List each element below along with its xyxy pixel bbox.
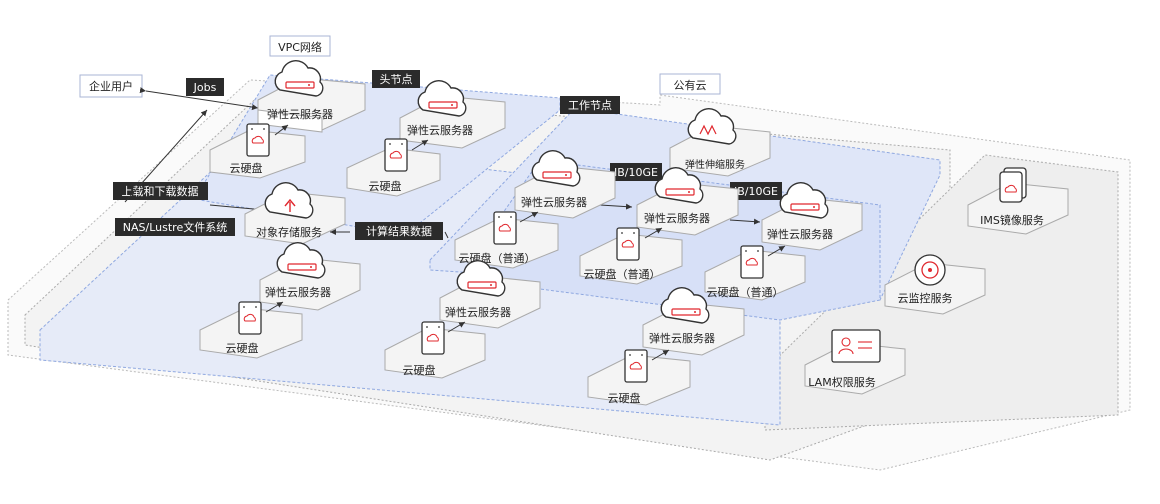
- ims-service[interactable]: IMS镜像服务: [967, 167, 1069, 235]
- head-node-tag: 头节点: [372, 70, 420, 88]
- cloud-monitor-service[interactable]: 云监控服务: [884, 254, 986, 315]
- vpc-tab: VPC网络: [269, 35, 331, 57]
- disk-node-nas-2[interactable]: 云硬盘: [384, 321, 486, 379]
- disk-label: 云硬盘: [608, 391, 641, 405]
- upload-download-label: 上载和下载数据: [122, 184, 199, 198]
- ecs-label: 弹性云服务器: [407, 123, 473, 137]
- jobs-label: Jobs: [193, 81, 217, 94]
- disk-node-nas-3[interactable]: 云硬盘: [587, 349, 691, 406]
- upload-download-tag: 上载和下载数据: [113, 182, 208, 200]
- ecs-label: 弹性云服务器: [521, 195, 587, 209]
- disk-label: 云硬盘: [230, 161, 263, 175]
- compute-result-label: 计算结果数据: [366, 224, 432, 238]
- ecs-node-nas-2[interactable]: 弹性云服务器: [439, 260, 541, 329]
- nas-lustre-label: NAS/Lustre文件系统: [123, 220, 227, 234]
- ecs-label: 弹性云服务器: [644, 211, 710, 225]
- disk-node-worker-3[interactable]: 云硬盘（普通）: [704, 245, 806, 301]
- disk-label: 云硬盘: [403, 363, 436, 377]
- public-cloud-tab: 公有云: [659, 73, 721, 95]
- ecs-label: 弹性云服务器: [445, 305, 511, 319]
- enterprise-user-label: 企业用户: [89, 79, 133, 93]
- worker-node-tag: 工作节点: [560, 96, 620, 114]
- monitor-icon: [914, 254, 946, 286]
- enterprise-user-tab: 企业用户: [79, 74, 143, 98]
- ecs-label: 弹性云服务器: [767, 227, 833, 241]
- compute-result-tag: 计算结果数据: [355, 222, 443, 240]
- image-icon: [999, 167, 1027, 203]
- user-card-icon: [831, 329, 881, 363]
- disk-node-head-2[interactable]: 云硬盘: [346, 138, 441, 197]
- ims-label: IMS镜像服务: [980, 213, 1044, 227]
- ib-tag-1: IB/10GE: [610, 163, 662, 181]
- iam-service[interactable]: LAM权限服务: [804, 329, 906, 395]
- public-cloud-label: 公有云: [674, 78, 707, 92]
- disk-label: 云硬盘: [226, 341, 259, 355]
- ecs-label: 弹性云服务器: [265, 285, 331, 299]
- disk-common-label: 云硬盘（普通）: [584, 267, 661, 281]
- scaling-icon: [699, 124, 717, 136]
- iam-label: LAM权限服务: [808, 376, 875, 389]
- disk-node-worker-2[interactable]: 云硬盘（普通）: [579, 227, 683, 285]
- nas-lustre-tag: NAS/Lustre文件系统: [115, 218, 235, 236]
- elastic-scaling-label: 弹性伸缩服务: [685, 158, 745, 171]
- disk-node-nas-1[interactable]: 云硬盘: [199, 301, 303, 359]
- worker-node-label: 工作节点: [568, 99, 612, 112]
- upload-icon: [284, 198, 296, 212]
- ecs-node-head-1[interactable]: 弹性云服务器: [257, 60, 366, 133]
- ecs-label: 弹性云服务器: [649, 331, 715, 345]
- vpc-label: VPC网络: [278, 40, 322, 54]
- ecs-node-worker-2[interactable]: 弹性云服务器: [636, 167, 739, 236]
- disk-common-label: 云硬盘（普通）: [707, 285, 784, 299]
- head-node-label: 头节点: [380, 73, 413, 86]
- ib-tag-2: IB/10GE: [730, 182, 782, 200]
- ecs-node-worker-1[interactable]: 弹性云服务器: [514, 150, 616, 219]
- ib-label-1: IB/10GE: [614, 166, 658, 179]
- object-storage-label: 对象存储服务: [256, 225, 322, 239]
- ecs-node-nas-3[interactable]: 弹性云服务器: [642, 287, 745, 356]
- disk-label: 云硬盘: [369, 179, 402, 193]
- object-storage-service[interactable]: 对象存储服务: [244, 182, 346, 245]
- ecs-node-head-2[interactable]: 弹性云服务器: [399, 80, 506, 149]
- ib-label-2: IB/10GE: [734, 185, 778, 198]
- jobs-tag: Jobs: [186, 78, 224, 96]
- ecs-label: 弹性云服务器: [267, 107, 333, 121]
- ecs-node-worker-3[interactable]: 弹性云服务器: [761, 182, 863, 251]
- elastic-scaling-service[interactable]: 弹性伸缩服务: [669, 108, 771, 177]
- cloud-monitor-label: 云监控服务: [898, 291, 953, 305]
- disk-node-head-1[interactable]: 云硬盘: [209, 123, 306, 179]
